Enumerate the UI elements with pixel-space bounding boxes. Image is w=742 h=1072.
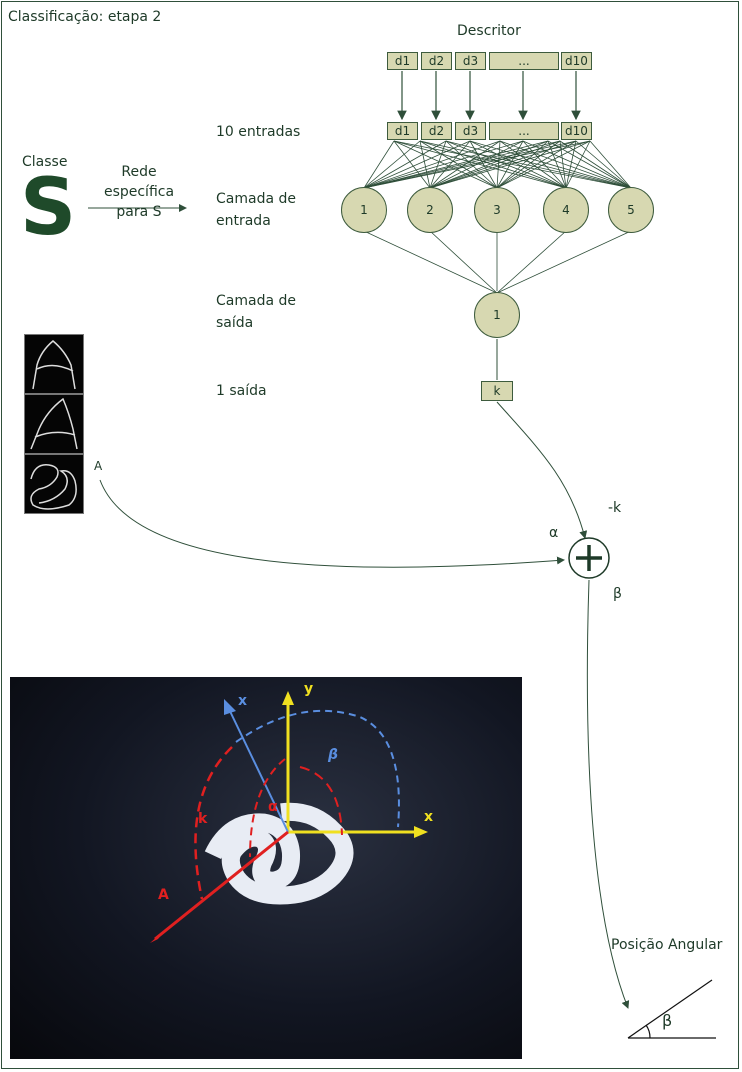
angle-glyph: [627, 979, 716, 1039]
one-output-label: 1 saída: [216, 383, 267, 399]
inputs-label: 10 entradas: [216, 124, 301, 140]
thumbnail-s: [24, 454, 84, 514]
input-d1: d1: [387, 122, 418, 140]
class-label: Classe: [22, 154, 68, 170]
a-label: A: [94, 459, 103, 473]
input-hidden-links: [363, 140, 632, 189]
sum-to-angular-arrow: [586, 579, 630, 1009]
photo-x-blue-label: x: [238, 693, 248, 709]
hidden-node-5: 5: [608, 187, 654, 233]
hidden-node-2: 2: [407, 187, 453, 233]
angular-position-label: Posição Angular: [611, 937, 723, 953]
hidden-node-4: 4: [543, 187, 589, 233]
output-layer-label: Camada de saída: [216, 293, 296, 331]
input-d2: d2: [421, 122, 452, 140]
photo-k-label: k: [198, 811, 208, 827]
page-title: Classificação: etapa 2: [8, 9, 162, 25]
photo-y-label: y: [304, 681, 314, 697]
descriptor-d3: d3: [455, 52, 486, 70]
descriptor-d10: d10: [561, 52, 592, 70]
network-label: Rede específica para S: [103, 164, 175, 220]
thumbnail-a-upright: [24, 334, 84, 394]
input-ellipsis: ...: [489, 122, 559, 140]
photo-x-yellow-label: x: [424, 809, 434, 825]
hidden-output-links: [363, 230, 632, 294]
descriptor-d2: d2: [421, 52, 452, 70]
descriptor-ellipsis: ...: [489, 52, 559, 70]
photo-a-label: A: [158, 887, 169, 903]
output-node: 1: [474, 292, 520, 338]
hidden-node-3: 3: [474, 187, 520, 233]
photo: x y x β α k A: [10, 677, 522, 1059]
descriptor-arrows: [397, 71, 581, 121]
input-d3: d3: [455, 122, 486, 140]
output-k-box: k: [481, 381, 513, 401]
input-layer-label: Camada de entrada: [216, 191, 296, 229]
input-d10: d10: [561, 122, 592, 140]
photo-beta-label: β: [328, 747, 339, 763]
photo-alpha-label: α: [268, 799, 278, 815]
descriptor-title: Descritor: [457, 23, 521, 39]
descriptor-d1: d1: [387, 52, 418, 70]
hidden-node-1: 1: [341, 187, 387, 233]
alpha-label: α: [549, 525, 559, 541]
a-to-sum-arrow: [99, 479, 565, 568]
angular-beta-label: β: [662, 1011, 673, 1030]
minus-k-label: -k: [608, 500, 622, 516]
s-object: [204, 802, 354, 905]
thumbnail-a-tilted: [24, 394, 84, 454]
beta-label: β: [613, 586, 622, 602]
class-letter: S: [20, 163, 77, 253]
k-to-sum-arrow: [496, 401, 588, 539]
